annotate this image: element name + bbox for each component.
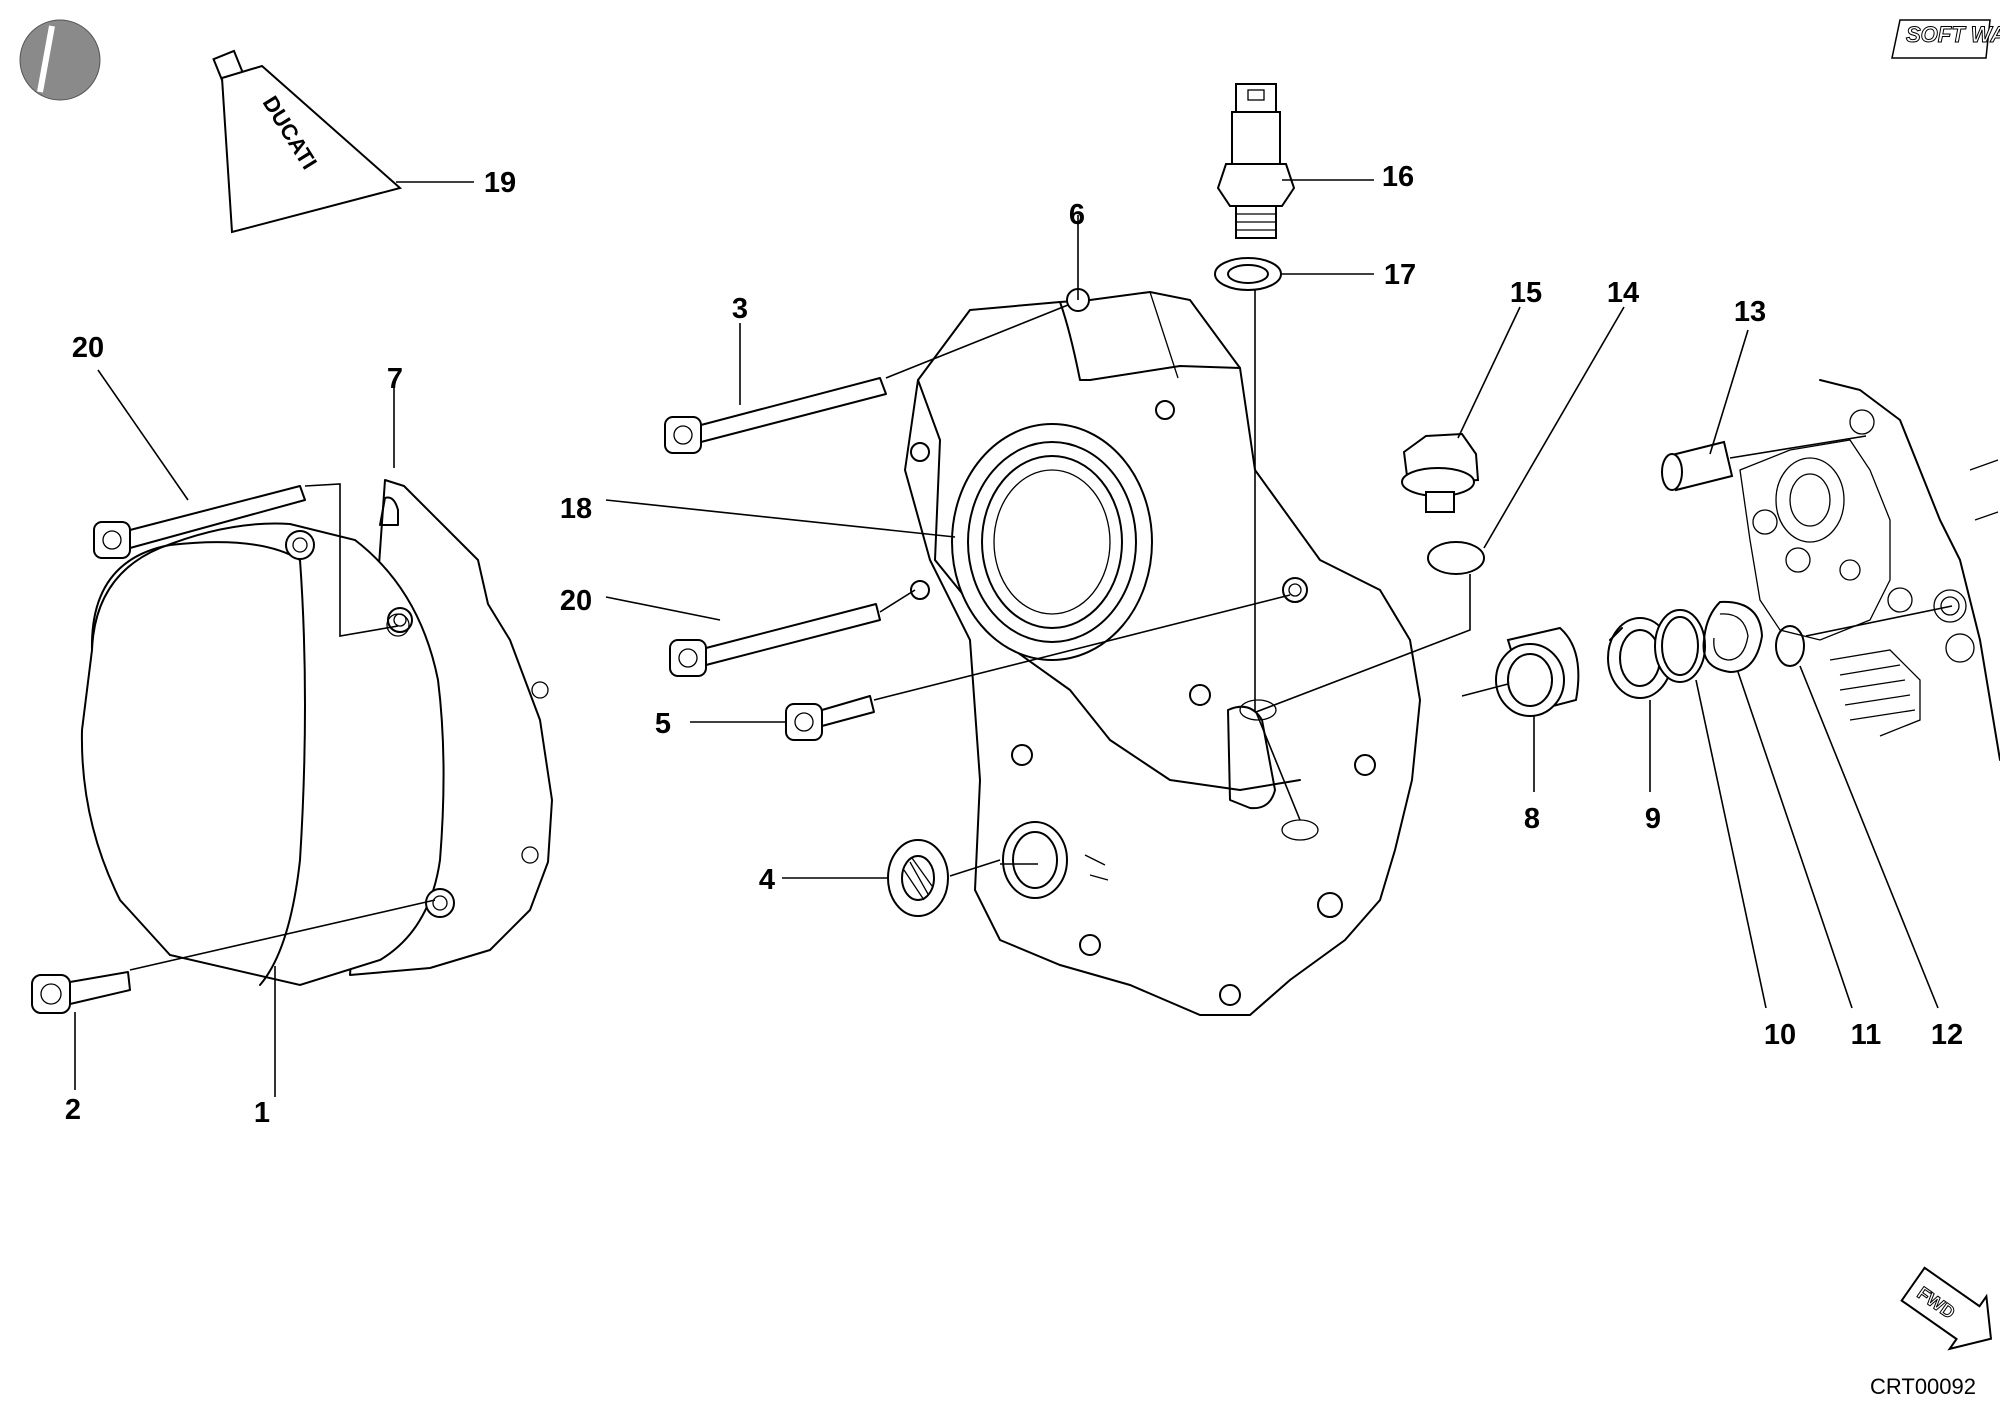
bolt-2 — [31, 971, 131, 1014]
softway-logo: SOFT WAY — [1891, 19, 2000, 59]
bolt-5 — [785, 695, 875, 741]
callout-16: 16 — [1382, 161, 1414, 193]
leader-lines — [74, 179, 1953, 1097]
engine-casing — [1739, 379, 2000, 761]
callout-8: 8 — [1524, 803, 1540, 835]
callout-6: 6 — [1069, 199, 1085, 231]
callout-5: 5 — [655, 708, 671, 740]
dowel-13 — [1661, 440, 1734, 492]
callout-10: 10 — [1764, 1019, 1796, 1051]
forward-arrow-icon: FWD — [1900, 1266, 1993, 1351]
callout-12: 12 — [1931, 1019, 1963, 1051]
callouts: 1 2 3 4 5 6 7 8 9 10 11 12 13 14 15 16 1… — [65, 161, 1963, 1129]
drawing-code: CRT00092 — [1870, 1374, 1976, 1399]
grease-tube: DUCATI — [212, 49, 403, 234]
bushing-8 — [1495, 626, 1580, 717]
seal-4 — [887, 839, 949, 917]
callout-7: 7 — [387, 363, 403, 395]
callout-4: 4 — [759, 864, 775, 896]
callout-3: 3 — [732, 293, 748, 325]
badge-icon — [19, 19, 101, 101]
softway-logo-text: SOFT WAY — [1906, 22, 2000, 47]
filler-plug — [1401, 432, 1480, 513]
clutch-cover — [80, 479, 553, 987]
callout-9: 9 — [1645, 803, 1661, 835]
o-ring-14 — [1427, 541, 1485, 575]
callout-1: 1 — [254, 1097, 270, 1129]
callout-17: 17 — [1384, 259, 1416, 291]
callout-20-center: 20 — [560, 585, 592, 617]
callout-14: 14 — [1607, 277, 1639, 309]
callout-15: 15 — [1510, 277, 1542, 309]
callout-13: 13 — [1734, 296, 1766, 328]
callout-19: 19 — [484, 167, 516, 199]
main-cover — [903, 288, 1422, 1016]
temperature-sensor — [1216, 83, 1296, 239]
callout-2: 2 — [65, 1094, 81, 1126]
callout-18: 18 — [560, 493, 592, 525]
bolt-20-left — [93, 485, 306, 559]
callout-11: 11 — [1851, 1019, 1882, 1051]
ring-10 — [1654, 609, 1706, 683]
bolt-3 — [664, 377, 887, 454]
o-ring-12 — [1775, 625, 1805, 667]
callout-20-left: 20 — [72, 332, 104, 364]
bolt-20-center — [669, 603, 881, 677]
washer-17 — [1214, 257, 1282, 291]
circlip-11 — [1702, 600, 1763, 673]
